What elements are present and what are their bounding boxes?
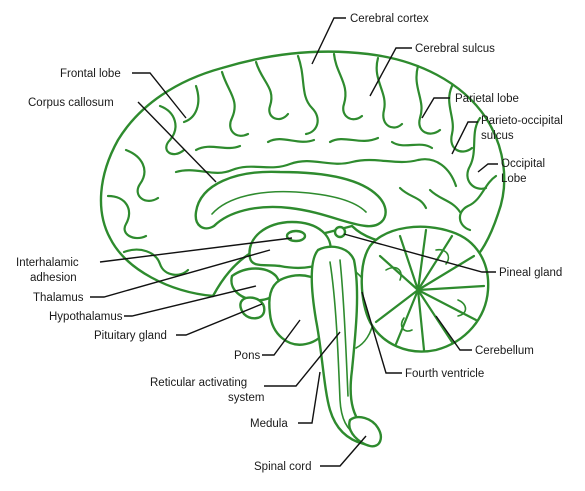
gyrus-fold [458, 174, 498, 232]
gyrus-fold [220, 70, 250, 137]
cerebellum-folia [394, 288, 420, 346]
gyrus-fold [174, 158, 458, 188]
label-pituitary-gland: Pituitary gland [94, 330, 167, 342]
label-pons: Pons [234, 350, 260, 362]
leader-lines [90, 17, 498, 467]
gyrus-fold [106, 194, 148, 240]
gyrus-fold [466, 116, 488, 190]
leader-pituitary [176, 303, 263, 336]
spinal-canal [329, 261, 361, 439]
cerebellum-folia [416, 284, 486, 292]
spinal-cord-shape [348, 416, 382, 448]
leader-occipital-lobe [477, 163, 498, 173]
cerebellum-folia [416, 234, 454, 292]
corpus-callosum-inner [211, 190, 367, 215]
gyrus-fold [328, 136, 380, 144]
leader-frontal-lobe [132, 72, 187, 119]
cerebellum-folia [416, 288, 426, 352]
leader-pons [262, 319, 301, 356]
gyrus-fold [122, 248, 190, 276]
leader-hypothalamus [124, 285, 257, 317]
leader-reticular [264, 331, 341, 387]
gyrus-fold [398, 186, 428, 210]
label-parieto-occipital-line2: sulcus [481, 130, 514, 142]
gyrus-fold [448, 84, 474, 153]
cerebellum-folia [416, 228, 428, 292]
leader-cerebral-cortex [311, 17, 346, 65]
label-parietal-lobe: Parietal lobe [455, 93, 519, 105]
gyrus-fold [332, 52, 364, 121]
gyrus-fold [390, 140, 434, 150]
leader-spinal-cord [320, 435, 367, 467]
interthalamic-adhesion-shape [285, 229, 307, 243]
leader-parieto-occipital [451, 121, 478, 155]
leader-thalamus [90, 249, 271, 298]
cerebellum-folia [416, 288, 478, 322]
pineal-gland-shape [333, 225, 347, 239]
corpus-callosum-shape [194, 170, 387, 230]
label-cerebral-cortex: Cerebral cortex [350, 13, 429, 25]
label-spinal-cord: Spinal cord [254, 461, 312, 473]
leader-cerebellum [435, 315, 472, 351]
cerebellum-folia [416, 254, 476, 292]
label-hypothalamus: Hypothalamus [49, 311, 123, 323]
cerebellum-folia [374, 288, 420, 324]
leader-parietal-lobe [421, 97, 450, 119]
cerebellum [333, 225, 490, 353]
gyrus-fold [124, 148, 160, 202]
gyrus-fold [266, 138, 316, 144]
gyrus-fold [194, 144, 242, 152]
leader-fourth-ventricle [361, 291, 402, 374]
label-parieto-occipital-line1: Parieto-occipital [481, 115, 563, 127]
cerebellum-folia [400, 317, 413, 332]
gyrus-fold [158, 104, 186, 156]
spinal-canal [339, 259, 349, 397]
cerebellum-folia [457, 299, 467, 317]
cerebellum-folia [398, 234, 420, 292]
cerebellum-folia [416, 288, 454, 344]
cerebellum-folia [378, 254, 420, 292]
gyrus-fold [428, 188, 462, 214]
label-interthalamic-line2: adhesion [30, 272, 77, 284]
label-frontal-lobe: Frontal lobe [60, 68, 121, 80]
label-pineal-gland: Pineal gland [499, 267, 562, 279]
label-interthalamic-line1: Interhalamic [16, 257, 79, 269]
gyrus-fold [296, 54, 319, 136]
label-cerebellum: Cerebellum [475, 345, 534, 357]
label-reticular-line1: Reticular activating [150, 377, 247, 389]
label-thalamus: Thalamus [33, 292, 84, 304]
label-medula: Medula [250, 418, 288, 430]
label-reticular-line2: system [228, 392, 264, 404]
leader-cerebral-sulcus [369, 47, 412, 97]
label-cerebral-sulcus: Cerebral sulcus [415, 43, 495, 55]
leader-corpus-callosum [137, 101, 217, 183]
gyrus-fold [182, 84, 200, 124]
label-corpus-callosum: Corpus callosum [28, 97, 114, 109]
label-occipital-line2: Lobe [501, 173, 527, 185]
label-occipital-line1: Occipital [501, 158, 545, 170]
leader-interthalamic [99, 237, 293, 263]
cerebellum-folia [385, 266, 402, 281]
gyrus-fold [254, 60, 290, 121]
leader-medula [298, 371, 321, 424]
labels: Cerebral cortex Cerebral sulcus Frontal … [16, 13, 563, 473]
leader-pineal [343, 233, 496, 273]
label-fourth-ventricle: Fourth ventricle [405, 368, 484, 380]
gyrus-fold [375, 56, 404, 129]
gyrus-fold [415, 64, 442, 135]
